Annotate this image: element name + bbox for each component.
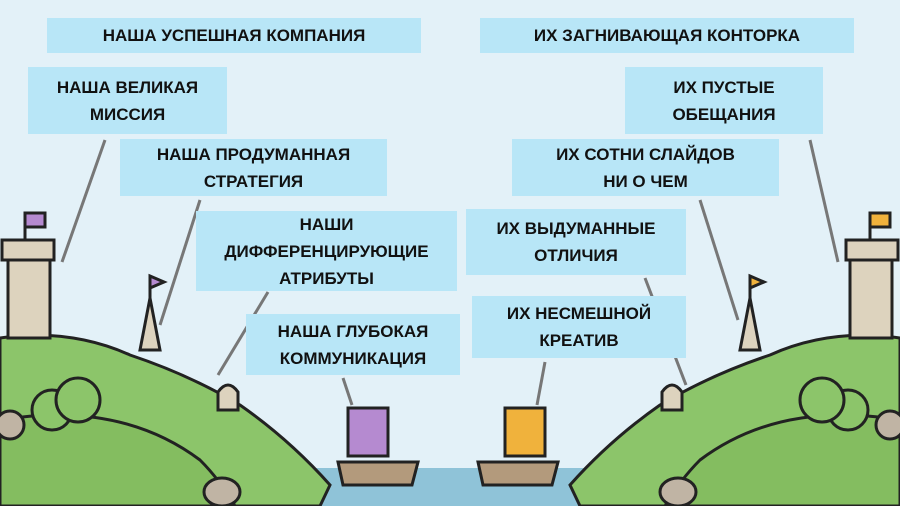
their-company-title: ИХ ЗАГНИВАЮЩАЯ КОНТОРКА [480, 18, 854, 53]
their-promises-label: ИХ ПУСТЫЕ ОБЕЩАНИЯ [625, 67, 823, 134]
our-communication-label: НАША ГЛУБОКАЯ КОММУНИКАЦИЯ [246, 314, 460, 375]
label-line: АТРИБУТЫ [279, 268, 374, 288]
label-line: КОММУНИКАЦИЯ [279, 348, 427, 368]
left-tower [0, 211, 240, 412]
label-line: ИХ СОТНИ СЛАЙДОВ [556, 144, 735, 164]
our-attributes-label: НАШИ ДИФФЕРЕНЦИРУЮЩИЕ АТРИБУТЫ [196, 211, 457, 291]
label-line: НАШИ [299, 214, 354, 234]
label-line: НАША ПРОДУМАННАЯ [156, 144, 351, 164]
label-line: МИССИЯ [89, 104, 166, 124]
their-creative-label: ИХ НЕСМЕШНОЙ КРЕАТИВ [472, 296, 686, 358]
label-line: ОБЕЩАНИЯ [672, 104, 776, 124]
label-line: НАША ГЛУБОКАЯ [277, 321, 429, 341]
our-mission-label: НАША ВЕЛИКАЯ МИССИЯ [28, 67, 227, 134]
trees [0, 376, 900, 506]
right-tower [660, 211, 900, 412]
our-boat [336, 406, 420, 487]
their-slides-label: ИХ СОТНИ СЛАЙДОВ НИ О ЧЕМ [512, 139, 779, 196]
label-line: ОТЛИЧИЯ [534, 246, 618, 265]
label-line: ИХ ПУСТЫЕ [673, 77, 775, 97]
our-strategy-label: НАША ПРОДУМАННАЯ СТРАТЕГИЯ [120, 139, 387, 196]
label-line: НАША ВЕЛИКАЯ [56, 77, 199, 97]
our-company-title: НАША УСПЕШНАЯ КОМПАНИЯ [47, 18, 421, 53]
label-line: ИХ ВЫДУМАННЫЕ [496, 219, 656, 238]
label-line: СТРАТЕГИЯ [203, 171, 304, 191]
their-boat [476, 406, 560, 487]
label-line: ИХ НЕСМЕШНОЙ [506, 304, 652, 323]
label-line: НИ О ЧЕМ [603, 171, 688, 191]
their-differences-label: ИХ ВЫДУМАННЫЕ ОТЛИЧИЯ [466, 209, 686, 275]
label-line: ДИФФЕРЕНЦИРУЮЩИЕ [224, 241, 429, 261]
label-line: КРЕАТИВ [539, 331, 619, 350]
